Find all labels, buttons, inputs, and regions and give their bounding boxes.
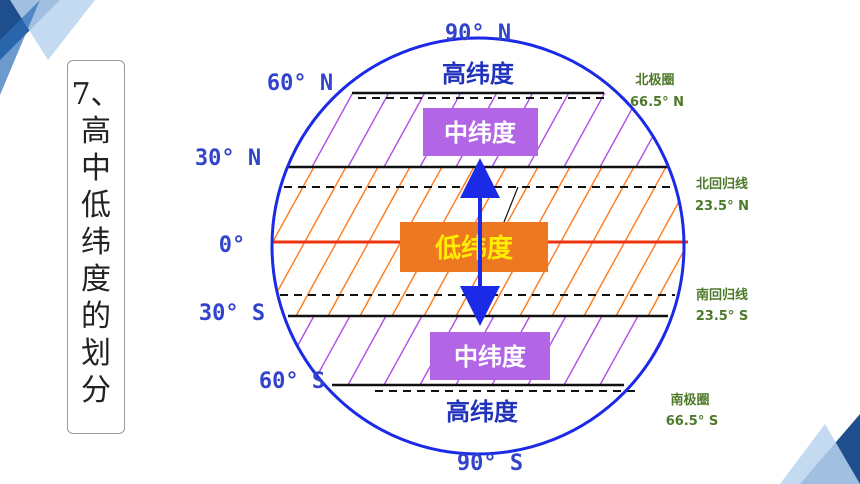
hatch-line bbox=[563, 316, 603, 385]
antarctic-circle-name: 南极圈 bbox=[670, 392, 709, 408]
title-char: 的 bbox=[81, 299, 111, 334]
hatch-line bbox=[383, 316, 423, 385]
tropic-of-capricorn-name: 南回归线 bbox=[696, 287, 748, 303]
lat-label-30s: 30° S bbox=[199, 301, 265, 326]
lat-label-60n: 60° N bbox=[267, 71, 333, 96]
mid-latitude-box-south bbox=[430, 332, 550, 380]
low-latitude-label: 低纬度 bbox=[434, 233, 513, 264]
high-latitude-label-south: 高纬度 bbox=[446, 398, 519, 426]
tropic-of-cancer-name: 北回归线 bbox=[696, 176, 748, 192]
title-char: 分 bbox=[81, 373, 111, 408]
corner-decoration-top-left bbox=[0, 0, 95, 95]
mid-latitude-label-south: 中纬度 bbox=[454, 343, 527, 371]
title-char: 度 bbox=[81, 262, 111, 297]
lat-label-90n: 90° N bbox=[445, 21, 511, 46]
title-box: 7、 高 中 低 纬 度 的 划 分 bbox=[67, 60, 125, 434]
corner-decoration-bottom-right bbox=[780, 414, 860, 484]
hatch-line bbox=[311, 93, 354, 167]
hatch-line bbox=[671, 316, 684, 385]
arctic-circle-name: 北极圈 bbox=[635, 72, 674, 88]
high-latitude-label-north: 高纬度 bbox=[442, 60, 515, 88]
lat-label-30n: 30° N bbox=[195, 146, 261, 171]
title-char: 划 bbox=[81, 336, 111, 371]
title-char: 高 bbox=[81, 114, 111, 149]
hatch-line bbox=[347, 316, 387, 385]
hatch-line bbox=[275, 93, 318, 167]
title-number: 7、 bbox=[71, 77, 121, 112]
mid-latitude-box-north bbox=[423, 108, 538, 156]
lat-label-60s: 60° S bbox=[259, 369, 325, 394]
title-char: 中 bbox=[81, 151, 111, 186]
arctic-circle-degree: 66.5° N bbox=[630, 95, 684, 110]
hatch-line bbox=[383, 93, 426, 167]
hatch-line bbox=[311, 316, 351, 385]
antarctic-circle-degree: 66.5° S bbox=[666, 414, 718, 429]
tropic-of-capricorn-degree: 23.5° S bbox=[696, 309, 748, 324]
title-char: 低 bbox=[81, 188, 111, 223]
hatch-line bbox=[599, 316, 639, 385]
hatch-line bbox=[347, 93, 390, 167]
lat-label-90s: 90° S bbox=[457, 451, 523, 476]
hatch-line bbox=[647, 167, 684, 316]
mid-latitude-label-north: 中纬度 bbox=[444, 119, 517, 147]
tropic-of-cancer-degree: 23.5° N bbox=[695, 199, 749, 214]
hatch-line bbox=[563, 93, 606, 167]
title-char: 纬 bbox=[81, 225, 111, 260]
globe-outline bbox=[270, 36, 686, 456]
lat-label-equator: 0° bbox=[219, 233, 246, 258]
